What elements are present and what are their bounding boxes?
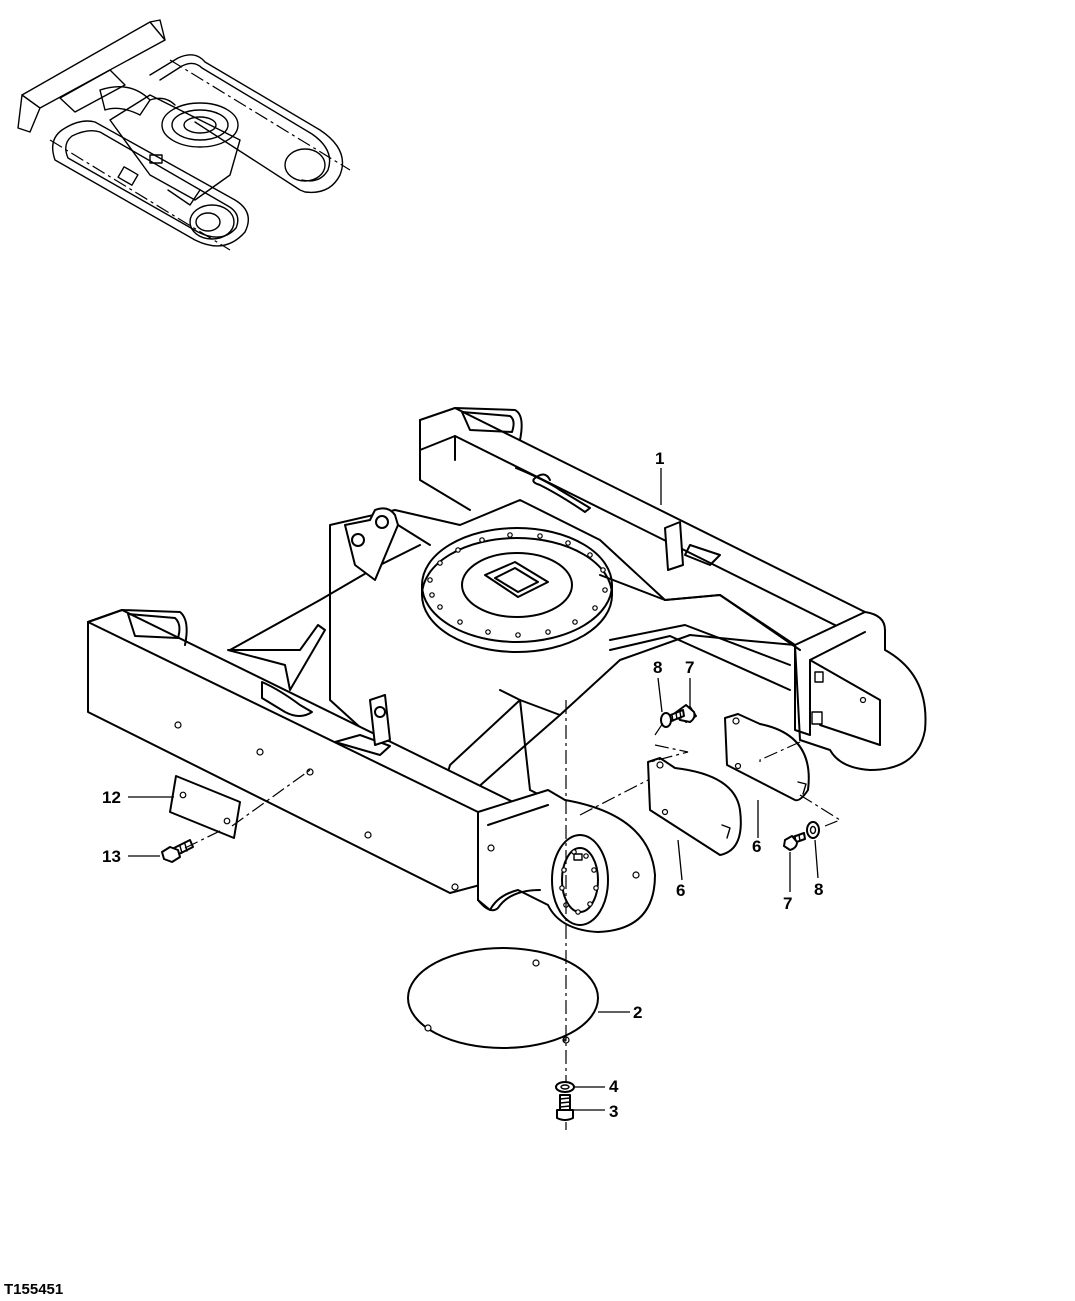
access-plate [169, 775, 241, 839]
machine-overview-thumbnail [17, 19, 351, 251]
callout-4: 4 [609, 1077, 619, 1096]
bottom-cover-plate [407, 947, 599, 1049]
callout-labels: 1 2 3 4 6 6 7 7 8 8 12 13 [102, 449, 823, 1121]
callout-7-lower: 7 [783, 894, 792, 913]
idler-cover-left [647, 757, 742, 856]
bearing-bolt-holes [427, 532, 608, 638]
callout-leaders [128, 468, 819, 1111]
track-frame [87, 407, 927, 933]
callout-8-upper: 8 [653, 658, 662, 677]
assembly-centerlines [184, 700, 842, 1130]
cover-washer-upper [660, 712, 672, 728]
callout-1: 1 [655, 449, 664, 468]
callout-12: 12 [102, 788, 121, 807]
cover-bolt-upper [667, 704, 697, 723]
cover-bolt [556, 1094, 574, 1121]
callout-7-upper: 7 [685, 658, 694, 677]
callout-8-lower: 8 [814, 880, 823, 899]
callout-6-right: 6 [752, 837, 761, 856]
callout-6-left: 6 [676, 881, 685, 900]
cover-washer-lower [806, 821, 820, 839]
callout-3: 3 [609, 1102, 618, 1121]
callout-2: 2 [633, 1003, 642, 1022]
washer [555, 1081, 575, 1093]
callout-13: 13 [102, 847, 121, 866]
cover-bolt-lower [783, 832, 806, 851]
figure-id: T155451 [4, 1281, 64, 1298]
plate-bolt [161, 839, 194, 863]
